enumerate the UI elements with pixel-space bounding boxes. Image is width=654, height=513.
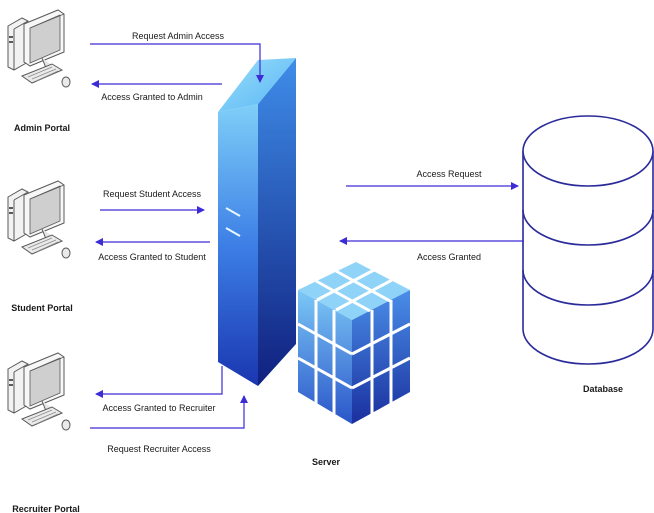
server-node: Server xyxy=(218,58,411,467)
edge-label: Request Recruiter Access xyxy=(107,444,211,454)
desktop-computer-icon xyxy=(7,180,71,259)
edge-label: Request Admin Access xyxy=(132,31,225,41)
admin-portal-label: Admin Portal xyxy=(14,123,70,133)
edge-granted-admin: Access Granted to Admin xyxy=(91,80,222,102)
database-node: Database xyxy=(522,115,654,394)
recruiter-portal-label: Recruiter Portal xyxy=(12,504,80,513)
edge-access-request: Access Request xyxy=(346,169,519,190)
student-portal-label: Student Portal xyxy=(11,303,73,313)
admin-portal-node: Admin Portal xyxy=(7,9,71,133)
edge-label: Access Granted to Student xyxy=(98,252,206,262)
edge-granted-student: Access Granted to Student xyxy=(95,238,210,262)
student-portal-node: Student Portal xyxy=(7,180,73,313)
server-tower-icon xyxy=(218,58,296,386)
edge-granted-recruiter: Access Granted to Recruiter xyxy=(95,366,223,413)
edge-access-granted: Access Granted xyxy=(339,237,524,262)
database-cylinder-icon xyxy=(522,115,654,365)
recruiter-portal-node: Recruiter Portal xyxy=(7,352,80,513)
edge-label: Access Granted to Recruiter xyxy=(102,403,215,413)
edge-request-student: Request Student Access xyxy=(100,189,205,214)
server-label: Server xyxy=(312,457,341,467)
storage-cube-icon xyxy=(297,262,411,424)
database-label: Database xyxy=(583,384,623,394)
edge-label: Access Granted xyxy=(417,252,481,262)
desktop-computer-icon xyxy=(7,352,71,431)
edge-label: Access Granted to Admin xyxy=(101,92,203,102)
edge-label: Access Request xyxy=(416,169,482,179)
edge-request-admin: Request Admin Access xyxy=(90,31,264,83)
edge-label: Request Student Access xyxy=(103,189,202,199)
edge-request-recruiter: Request Recruiter Access xyxy=(90,395,248,454)
desktop-computer-icon xyxy=(7,9,71,88)
